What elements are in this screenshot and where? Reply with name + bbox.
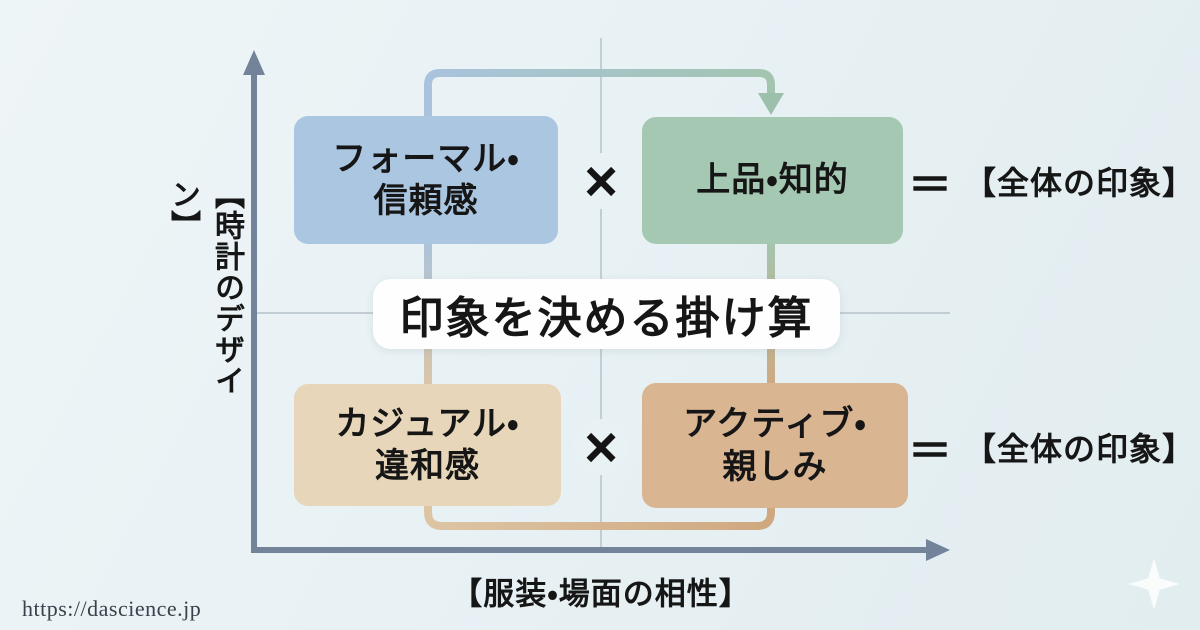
box-formal-trust-line2: 信頼感 [373, 182, 479, 220]
box-casual-discomfort-line1: カジュアル・ [335, 404, 520, 443]
x-axis-arrow-icon [926, 539, 950, 561]
box-elegant-intellectual-label: 上品・知的 [696, 161, 849, 200]
box-casual-discomfort: カジュアル・ 違和感 [294, 384, 561, 506]
page-title: 印象を決める掛け算 [373, 279, 840, 349]
equation-result-bottom: ＝ 【全体の印象】 [908, 415, 1195, 479]
multiply-sign-top: × [573, 149, 629, 214]
x-axis [251, 539, 950, 561]
y-axis-label: 【時計のデザイン】 [166, 179, 243, 396]
equation-result-top: ＝ 【全体の印象】 [908, 149, 1195, 213]
box-active-friendly-line2: 親しみ [722, 447, 828, 486]
y-axis-arrow-icon [243, 50, 265, 75]
box-formal-trust-line1: フォーマル・ [332, 139, 520, 178]
result-label-top: 【全体の印象】 [964, 165, 1196, 201]
arrowhead-down-icon [758, 93, 784, 115]
x-axis-label: 【服装・場面の相性】 [451, 576, 751, 612]
flow-arrow-top [424, 69, 784, 125]
connector-bottom-loop [424, 498, 775, 530]
result-label-bottom: 【全体の印象】 [964, 431, 1196, 467]
box-formal-trust: フォーマル・ 信頼感 [294, 116, 558, 244]
equals-sign-bottom: ＝ [908, 427, 952, 476]
box-active-friendly-line1: アクティブ・ [683, 405, 867, 444]
multiply-sign-bottom: × [573, 415, 629, 480]
y-axis [243, 50, 265, 550]
box-casual-discomfort-line2: 違和感 [375, 447, 480, 485]
site-url: https://dascience.jp [22, 596, 202, 621]
box-elegant-intellectual: 上品・知的 [642, 117, 903, 244]
equals-sign-top: ＝ [908, 161, 952, 210]
box-active-friendly: アクティブ・ 親しみ [642, 383, 908, 508]
